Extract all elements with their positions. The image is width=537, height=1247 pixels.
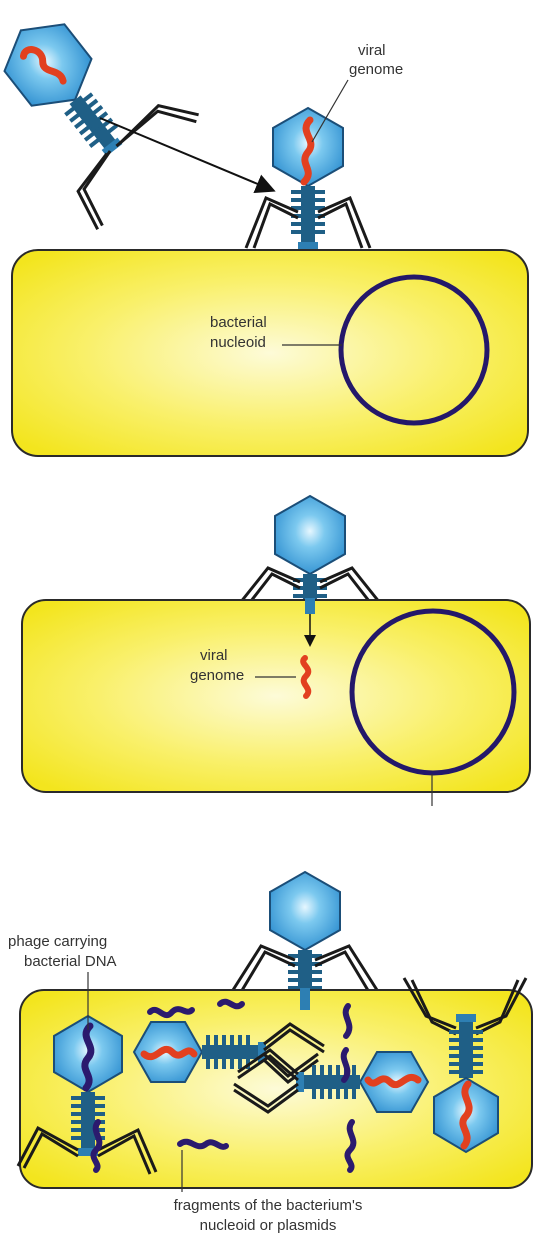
dna-fragment xyxy=(344,1050,348,1080)
label-line: genome xyxy=(349,61,403,78)
viral-dna xyxy=(463,1084,469,1146)
dna-fragment xyxy=(346,1006,350,1036)
attached-phage-1 xyxy=(246,108,370,250)
label-line: bacterial DNA xyxy=(24,953,117,970)
tail-tube xyxy=(300,988,310,1010)
label-line: nucleoid or plasmids xyxy=(200,1217,337,1234)
bacterial-cell-2 xyxy=(22,600,530,792)
tail-tube xyxy=(305,598,315,614)
label-line: genome xyxy=(190,667,244,684)
label-line: viral xyxy=(200,647,228,664)
phage-head xyxy=(270,872,340,950)
label-line: phage carrying xyxy=(8,933,107,950)
approaching-phage xyxy=(0,0,216,229)
label-line: nucleoid xyxy=(210,334,266,351)
label-line: viral xyxy=(358,42,386,59)
phage-head xyxy=(275,496,345,574)
approach-arrow xyxy=(100,118,272,190)
bacterial-cell-1 xyxy=(12,250,528,456)
label-line: fragments of the bacterium's xyxy=(174,1197,363,1214)
label-line: bacterial xyxy=(210,314,267,331)
